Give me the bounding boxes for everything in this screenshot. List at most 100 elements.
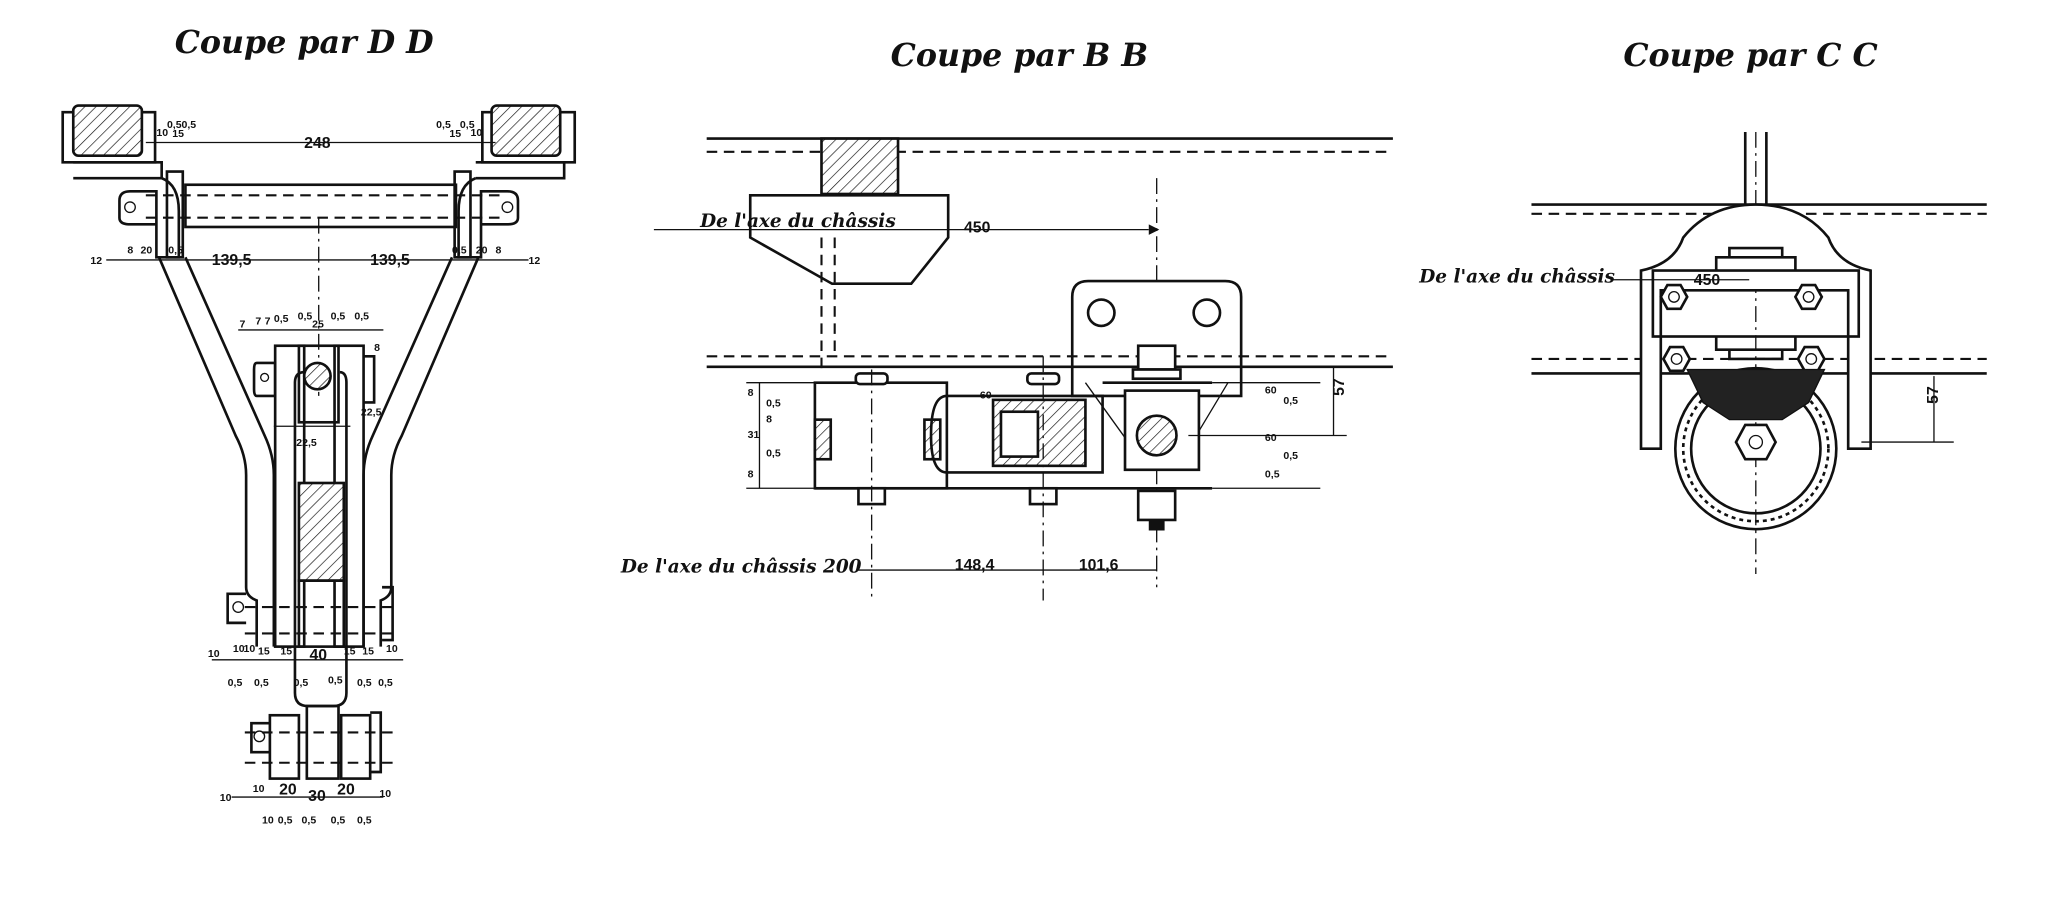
dim-label: 0,5 <box>357 677 372 689</box>
dim-label: 15 <box>344 646 356 658</box>
dim-label: 8 <box>748 387 754 399</box>
mounting-plate <box>748 193 950 286</box>
dim-label: 22,5 <box>296 437 317 449</box>
right-rail-channel <box>457 104 577 259</box>
dim-label: 7 <box>265 316 271 328</box>
dim-label: 10 <box>386 643 398 655</box>
dim-label: 0,5 <box>328 675 343 687</box>
axis-label-top: De l'axe du châssis <box>699 211 896 232</box>
dim-label: 60 <box>1265 384 1277 396</box>
pin-section <box>302 361 332 391</box>
dim-label: 0,5 <box>1283 450 1298 462</box>
cc-axis-label: De l'axe du châssis <box>1418 266 1615 287</box>
dim-label: 20 <box>141 244 153 256</box>
dim-label: 0,5 <box>766 397 781 409</box>
section-dd-title: Coupe par D D <box>175 24 434 61</box>
link-assembly <box>746 381 1347 490</box>
dim-label: 10 <box>208 648 220 660</box>
dim-248: 248 <box>304 135 331 152</box>
dim-label: 10 <box>262 814 274 826</box>
dim-label: 15 <box>258 646 270 658</box>
dim-label: 0,5 <box>331 814 346 826</box>
dim-label: 60 <box>980 390 992 402</box>
dim-label: 0,5 <box>436 119 451 131</box>
dim-label: 10 <box>233 643 245 655</box>
dim-label: 0,5 <box>378 677 393 689</box>
dim-label: 0,5 <box>294 677 309 689</box>
dim-label: 31 <box>748 429 760 441</box>
dim-label: 0,5 <box>357 814 372 826</box>
block-section <box>297 481 346 582</box>
dim-label: 0,5 <box>1265 469 1280 481</box>
dim-label: 7 <box>240 318 246 330</box>
right-arm <box>379 256 480 647</box>
dim-label: 0,5 <box>228 677 243 689</box>
axle-section <box>1135 414 1178 457</box>
bolts <box>854 344 1182 601</box>
section-cc: Coupe par C C De l'axe du châssis 450 57 <box>1418 37 1987 575</box>
dimension-arrow-icon <box>1148 224 1160 235</box>
dim-label: 8 <box>127 244 133 256</box>
dim-label: 22,5 <box>361 407 382 419</box>
dim-139-5-right: 139,5 <box>370 252 410 269</box>
dim-label: 0,5 <box>766 448 781 460</box>
axis-label-bottom: De l'axe du châssis 200 <box>620 557 862 578</box>
dim-label: 12 <box>90 255 102 267</box>
section-bb-title: Coupe par B B <box>891 37 1149 74</box>
dim-label: 8 <box>496 244 502 256</box>
dim-101-6: 101,6 <box>1079 557 1119 574</box>
cross-tube <box>184 183 458 229</box>
dim-label: 0,5 <box>168 244 183 256</box>
section-dd: Coupe par D D <box>61 24 577 826</box>
dim-label: 0,5 <box>1283 395 1298 407</box>
dim-label: 15 <box>172 128 184 140</box>
dim-label: 8 <box>748 469 754 481</box>
dim-label: 0,5 <box>452 244 467 256</box>
dim-label: 30 <box>308 788 326 805</box>
dim-label: 0,5 <box>460 119 475 131</box>
dim-label: 10 <box>379 788 391 800</box>
dim-450: 450 <box>964 219 991 236</box>
dim-label: 20 <box>279 781 297 798</box>
left-rail-channel <box>61 104 181 259</box>
dim-label: 0,5 <box>254 677 269 689</box>
dim-label: 20 <box>337 781 355 798</box>
left-arm <box>157 256 259 647</box>
dim-label: 15 <box>280 646 292 658</box>
dim-label: 10 <box>243 643 255 655</box>
dim-label: 60 <box>1265 432 1277 444</box>
dim-label: 8 <box>374 342 380 354</box>
section-cc-title: Coupe par C C <box>1623 37 1877 74</box>
dim-label: 0,5 <box>181 119 196 131</box>
dim-label: 10 <box>156 127 168 139</box>
dim-label: 40 <box>309 647 327 664</box>
dim-148-4: 148,4 <box>955 557 995 574</box>
dim-label: 15 <box>362 646 374 658</box>
dim-label: 10 <box>470 127 482 139</box>
dim-139-5-left: 139,5 <box>212 252 252 269</box>
cc-dim-450: 450 <box>1694 272 1721 289</box>
dim-label: 8 <box>766 413 772 425</box>
dim-label: 0,5 <box>298 310 313 322</box>
cc-dim-57: 57 <box>1925 386 1942 404</box>
dim-57: 57 <box>1331 378 1348 396</box>
wood-block-section <box>820 137 900 196</box>
dim-label: 0,5 <box>167 119 182 131</box>
dim-label: 12 <box>529 255 541 267</box>
dim-label: 0,5 <box>331 310 346 322</box>
dim-label: 15 <box>449 128 461 140</box>
bevel-gear <box>1686 368 1826 421</box>
dim-label: 7 <box>255 316 261 328</box>
dim-label: 20 <box>476 244 488 256</box>
dim-label: 0,5 <box>278 814 293 826</box>
housing <box>1639 203 1872 450</box>
dim-label: 25 <box>312 318 324 330</box>
section-bb: Coupe par B B De l'axe du châssis 450 <box>620 37 1393 601</box>
dd-dimensions: 248 10 0,5 15 0,5 0,5 15 0,5 10 139,5 13… <box>90 119 540 826</box>
dim-label: 10 <box>220 792 232 804</box>
dim-label: 0,5 <box>274 313 289 325</box>
dim-label: 0,5 <box>354 310 369 322</box>
dim-label: 10 <box>253 783 265 795</box>
